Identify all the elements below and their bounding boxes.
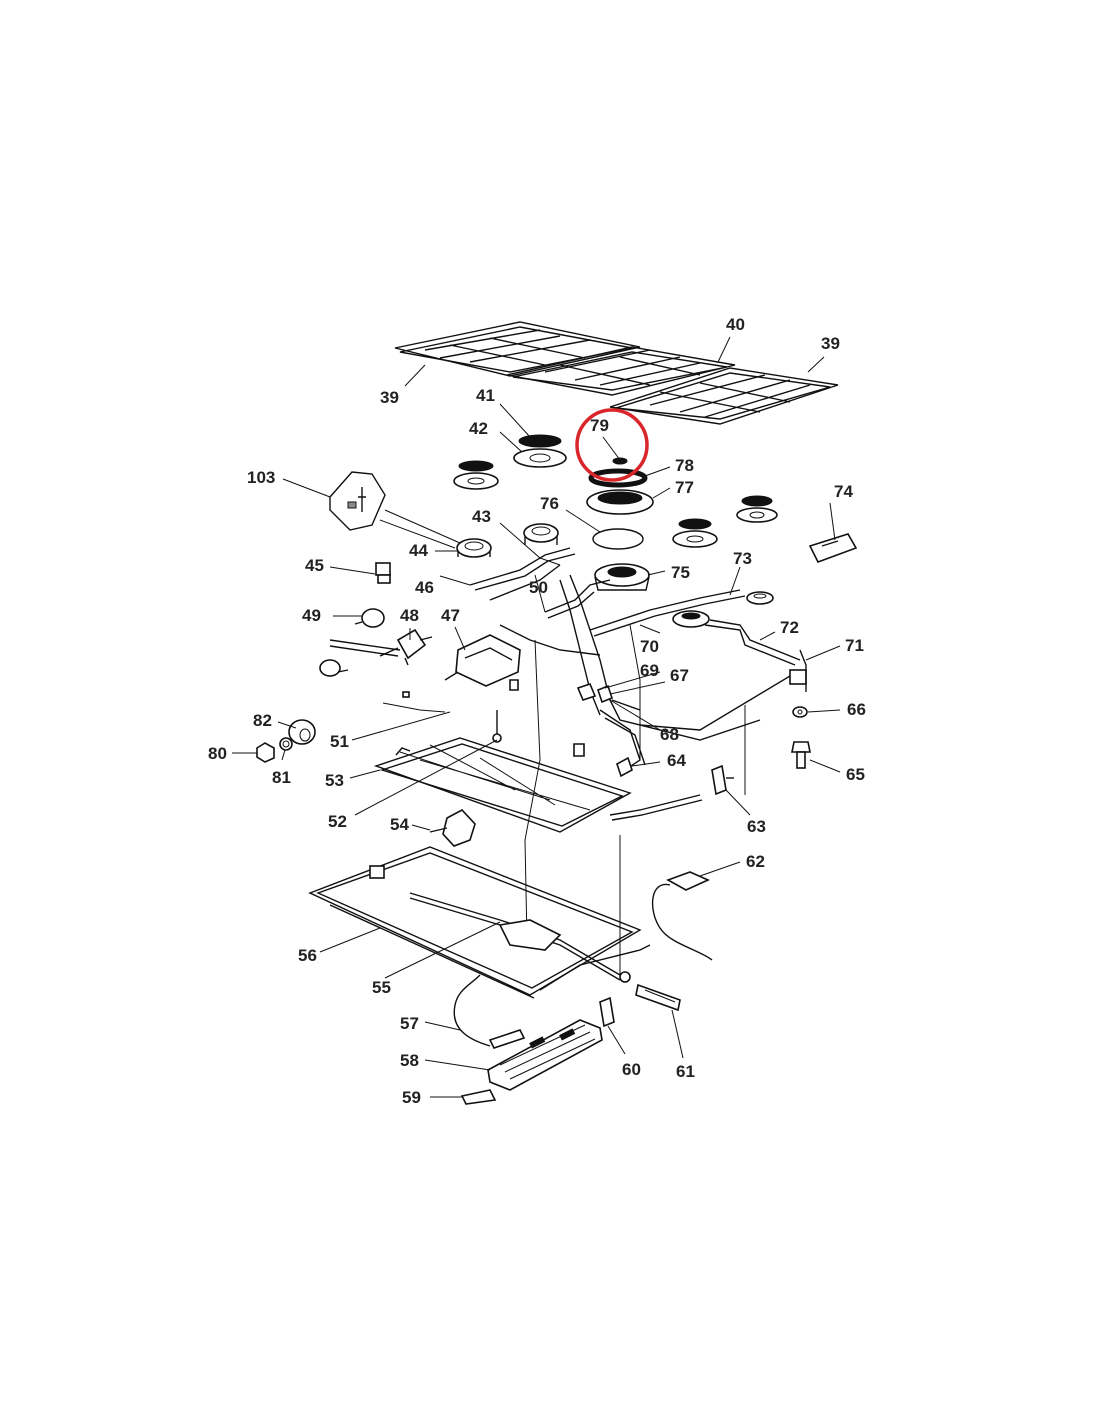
burner-small-right-b [736, 495, 778, 523]
part-label-75: 75 [671, 563, 690, 582]
part-51 [382, 691, 446, 713]
burner-body-73 [746, 591, 774, 605]
part-label-54: 54 [390, 815, 409, 834]
part-label-39-left: 39 [380, 388, 399, 407]
gasket-76 [592, 528, 644, 550]
thermocouple-67-68-69 [576, 683, 641, 711]
highlight-circle [575, 408, 649, 482]
part-label-77: 77 [675, 478, 694, 497]
oven-tray-56 [308, 846, 651, 999]
part-label-70: 70 [640, 637, 659, 656]
pan-support-left [394, 321, 641, 377]
cable-57 [453, 974, 526, 1049]
connector-71 [789, 649, 807, 692]
detail-callout-103 [329, 471, 461, 549]
burner-body-43 [523, 523, 559, 545]
part-label-39-right: 39 [821, 334, 840, 353]
fitting-65 [791, 741, 811, 769]
plate-59 [460, 1089, 497, 1105]
part-label-78: 78 [675, 456, 694, 475]
grill-58 [487, 1019, 603, 1091]
part-label-49: 49 [302, 606, 321, 625]
part-label-76: 76 [540, 494, 559, 513]
burner-small-left [453, 460, 499, 490]
burner-ring-78 [588, 468, 648, 488]
part-label-82: 82 [253, 711, 272, 730]
burner-part-79 [612, 457, 628, 465]
part-label-59: 59 [402, 1088, 421, 1107]
oven-burner-55 [409, 892, 631, 983]
part-label-65: 65 [846, 765, 865, 784]
part-label-43: 43 [472, 507, 491, 526]
handle-61 [635, 983, 681, 1012]
part-49 [354, 608, 385, 628]
leader-lines [232, 336, 841, 1098]
part-label-47: 47 [441, 606, 460, 625]
pan-support-right [609, 367, 839, 425]
fitting-64 [616, 756, 633, 778]
part-label-45: 45 [305, 556, 324, 575]
burner-small-right-a [672, 518, 718, 548]
part-label-52: 52 [328, 812, 347, 831]
part-label-61: 61 [676, 1062, 695, 1081]
part-label-50: 50 [529, 578, 548, 597]
part-label-63: 63 [747, 817, 766, 836]
part-label-56: 56 [298, 946, 317, 965]
part-label-68: 68 [660, 725, 679, 744]
part-label-62: 62 [746, 852, 765, 871]
electrode-52 [492, 710, 502, 743]
knob-80-81-82 [256, 719, 316, 763]
part-label-48: 48 [400, 606, 419, 625]
part-label-103: 103 [247, 468, 276, 487]
cable-62 [651, 871, 713, 961]
burner-cap-41 [513, 434, 567, 468]
part-label-73: 73 [733, 549, 752, 568]
knob-45 [375, 562, 391, 584]
part-label-71: 71 [845, 636, 864, 655]
part-label-67: 67 [670, 666, 689, 685]
part-label-55: 55 [372, 978, 391, 997]
bracket-54 [429, 809, 476, 847]
bracket-63 [711, 764, 734, 796]
washer-66 [792, 706, 808, 718]
gas-tap-47 [444, 634, 521, 687]
part-label-44: 44 [409, 541, 428, 560]
part-label-46: 46 [415, 578, 434, 597]
burner-77 [586, 489, 654, 515]
part-label-41: 41 [476, 386, 495, 405]
part-small-clip [509, 679, 585, 757]
thermostat-74 [808, 533, 858, 563]
burner-body-75 [594, 563, 650, 591]
pan-support-middle [506, 346, 736, 396]
control-rail [319, 639, 401, 677]
part-label-40: 40 [726, 315, 745, 334]
part-label-66: 66 [847, 700, 866, 719]
part-label-79: 79 [590, 416, 609, 435]
part-label-58: 58 [400, 1051, 419, 1070]
part-label-72: 72 [780, 618, 799, 637]
gas-pipes [469, 547, 801, 980]
part-label-74: 74 [834, 482, 853, 501]
burner-body-70 [672, 610, 710, 628]
part-label-81: 81 [272, 768, 291, 787]
burner-body-44 [456, 538, 492, 558]
part-label-80: 80 [208, 744, 227, 763]
part-label-60: 60 [622, 1060, 641, 1079]
plate-53 [373, 737, 632, 833]
part-label-53: 53 [325, 771, 344, 790]
part-label-51: 51 [330, 732, 349, 751]
part-label-64: 64 [667, 751, 686, 770]
part-label-69: 69 [640, 661, 659, 680]
valve-48 [379, 628, 433, 666]
part-label-57: 57 [400, 1014, 419, 1033]
bracket-60 [599, 996, 615, 1028]
part-label-42: 42 [469, 419, 488, 438]
